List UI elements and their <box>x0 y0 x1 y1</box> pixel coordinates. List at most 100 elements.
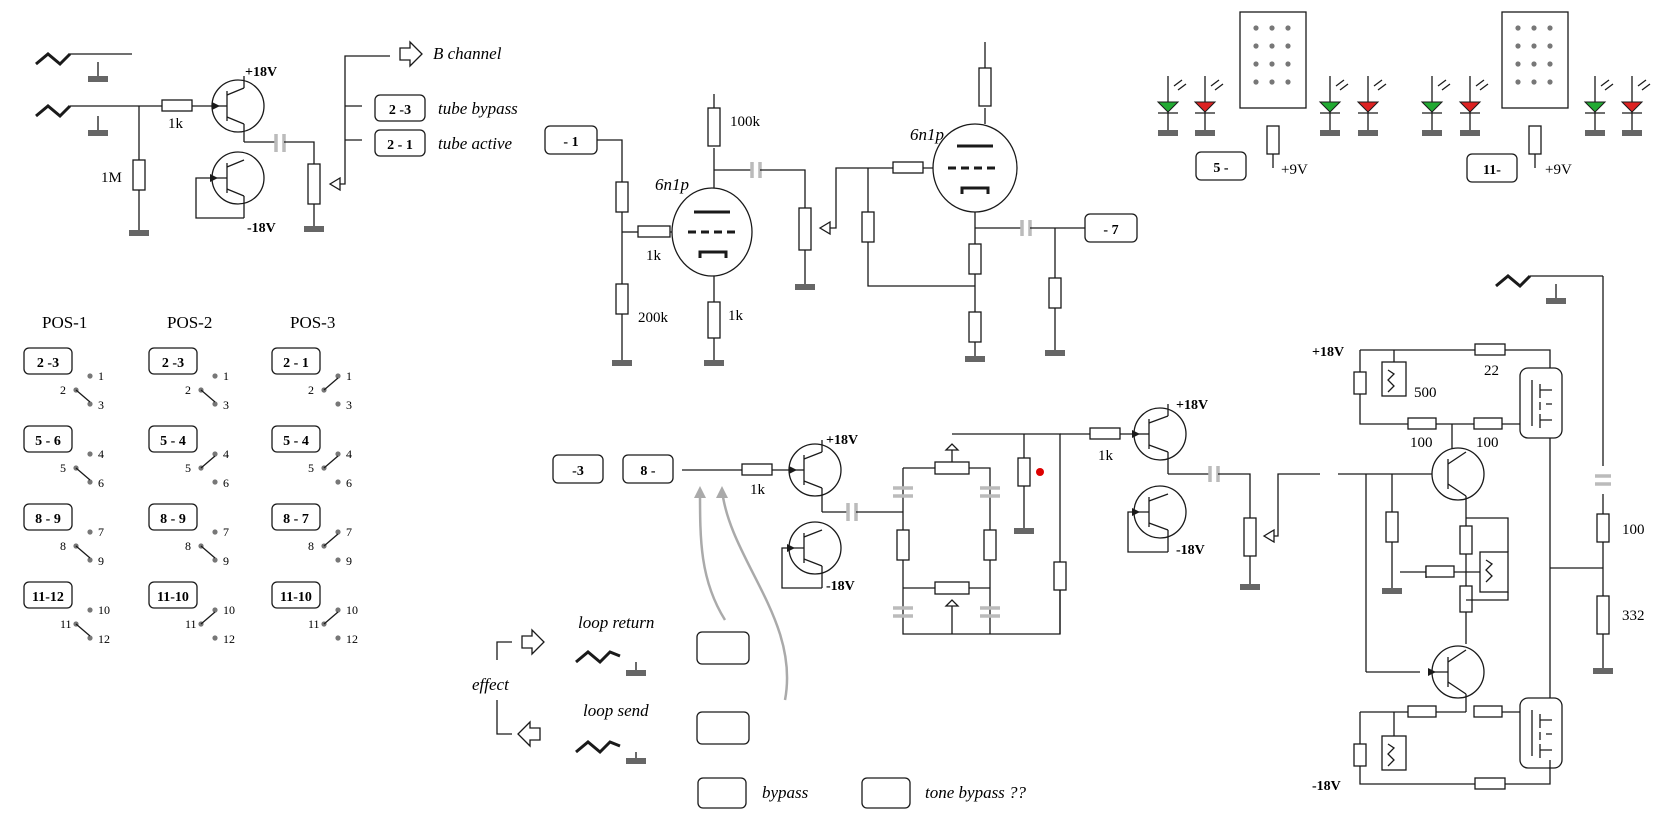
switch-box-out-7-text: - 7 <box>1103 223 1118 238</box>
pot-input <box>307 163 321 205</box>
pin-label: 11 <box>185 617 197 631</box>
pin-label: 2 <box>60 383 66 397</box>
pin-label: 6 <box>346 476 352 490</box>
switch-group-label: 2 -3 <box>162 356 184 371</box>
label-100-fb: 100 <box>1622 522 1645 538</box>
bjt-lower <box>1428 645 1485 712</box>
switch-group-label: 5 - 6 <box>35 434 61 449</box>
pin-label: 3 <box>98 398 104 412</box>
pin-label: 12 <box>98 632 110 646</box>
tone-section: -3 8 - 1k +18V -18V <box>552 398 1320 635</box>
switch-group-label: 5 - 4 <box>283 434 309 449</box>
jfet-upper <box>211 76 265 142</box>
loop-send-arrow-icon <box>517 720 541 748</box>
led-red-icon <box>1458 76 1489 136</box>
pin-label: 1 <box>223 369 229 383</box>
label-1k-tone: 1k <box>750 482 766 498</box>
pin-label: 7 <box>346 525 352 539</box>
label-neg18-d: -18V <box>1312 779 1341 794</box>
switch-group-label: 11-10 <box>280 590 312 605</box>
label-1k-grid: 1k <box>646 248 662 264</box>
switch-box-8-text: 8 - <box>640 464 656 479</box>
jack-input-1 <box>35 52 132 82</box>
label-loop-send: loop send <box>583 701 649 720</box>
label-loop-return: loop return <box>578 613 654 632</box>
pin-label: 9 <box>346 554 352 568</box>
pin-label: 10 <box>346 603 358 617</box>
bypass-switch-box <box>697 777 747 809</box>
switch-block-2: 11- +9V <box>1466 11 1572 183</box>
switch-block-1: 5 - +9V <box>1195 11 1308 181</box>
label-200k: 200k <box>638 310 669 326</box>
label-neg18-c: -18V <box>1176 543 1205 558</box>
label-neg18-b: -18V <box>826 579 855 594</box>
pin-label: 11 <box>60 617 72 631</box>
resistor-1m <box>132 159 146 191</box>
loop-return-switch-box <box>696 631 750 665</box>
tube-2 <box>932 123 1018 213</box>
resistor-grid-2 <box>892 161 924 174</box>
label-100k: 100k <box>730 114 761 130</box>
resistor-1k-grid <box>637 225 671 238</box>
tube-1 <box>671 187 753 277</box>
label-b-channel: B channel <box>433 44 502 63</box>
led-red-icon <box>1193 76 1224 136</box>
tube-stage: - 1 200k 1k 6n1p 1k 100k <box>544 42 1138 366</box>
fx-loop: effect loop return loop send bypass tone… <box>472 486 1027 809</box>
pin-label: 4 <box>223 447 229 461</box>
position-title: POS-1 <box>42 313 87 332</box>
mosfet-lower <box>1519 697 1563 769</box>
pin-label: 10 <box>223 603 235 617</box>
led-green-icon <box>1318 76 1349 136</box>
label-1k-out: 1k <box>1098 448 1114 464</box>
switch-group-label: 11-12 <box>32 590 64 605</box>
label-tube-active: tube active <box>438 134 513 153</box>
b-channel-arrow-icon <box>399 40 423 68</box>
pin-label: 12 <box>223 632 235 646</box>
pin-label: 8 <box>60 539 66 553</box>
led-green-icon <box>1156 76 1187 136</box>
red-marker <box>1036 468 1044 476</box>
switch-box-5 <box>1195 151 1247 181</box>
label-332: 332 <box>1622 608 1645 624</box>
pin-label: 1 <box>346 369 352 383</box>
label-pos18-c: +18V <box>1176 398 1208 413</box>
switch-group-label: 8 - 9 <box>160 512 186 527</box>
label-22: 22 <box>1484 363 1499 379</box>
position-title: POS-2 <box>167 313 212 332</box>
loop-send-switch-box <box>696 711 750 745</box>
switch-box-11-text: 11- <box>1483 163 1501 178</box>
pin-label: 11 <box>308 617 320 631</box>
jfet-out-upper <box>1132 404 1187 474</box>
label-pos9-a: +9V <box>1281 162 1308 178</box>
pin-label: 6 <box>223 476 229 490</box>
pin-label: 10 <box>98 603 110 617</box>
switch-group-label: 11-10 <box>157 590 189 605</box>
switch-box-in-1-text: - 1 <box>563 135 578 150</box>
pin-label: 7 <box>98 525 104 539</box>
jfet-tone-lower <box>781 521 842 589</box>
label-100-b: 100 <box>1476 435 1499 451</box>
label-1k-a: 1k <box>168 116 184 132</box>
pin-label: 12 <box>346 632 358 646</box>
switch-box-5-text: 5 - <box>1213 161 1229 176</box>
loop-return-arrow-icon <box>521 628 545 656</box>
pin-label: 1 <box>98 369 104 383</box>
pin-label: 3 <box>346 398 352 412</box>
pin-label: 5 <box>185 461 191 475</box>
jfet-lower <box>195 151 265 219</box>
pin-label: 8 <box>185 539 191 553</box>
led-switch-area: 5 - +9V 11- +9V <box>1156 11 1651 183</box>
switch-group: 11-10 10 11 12 <box>271 581 358 646</box>
switch-group: 11-12 10 11 12 <box>23 581 110 646</box>
switch-group-label: 2 - 1 <box>283 356 309 371</box>
jfet-tone-upper <box>788 440 842 512</box>
pin-label: 8 <box>308 539 314 553</box>
switch-box-8 <box>622 454 674 484</box>
